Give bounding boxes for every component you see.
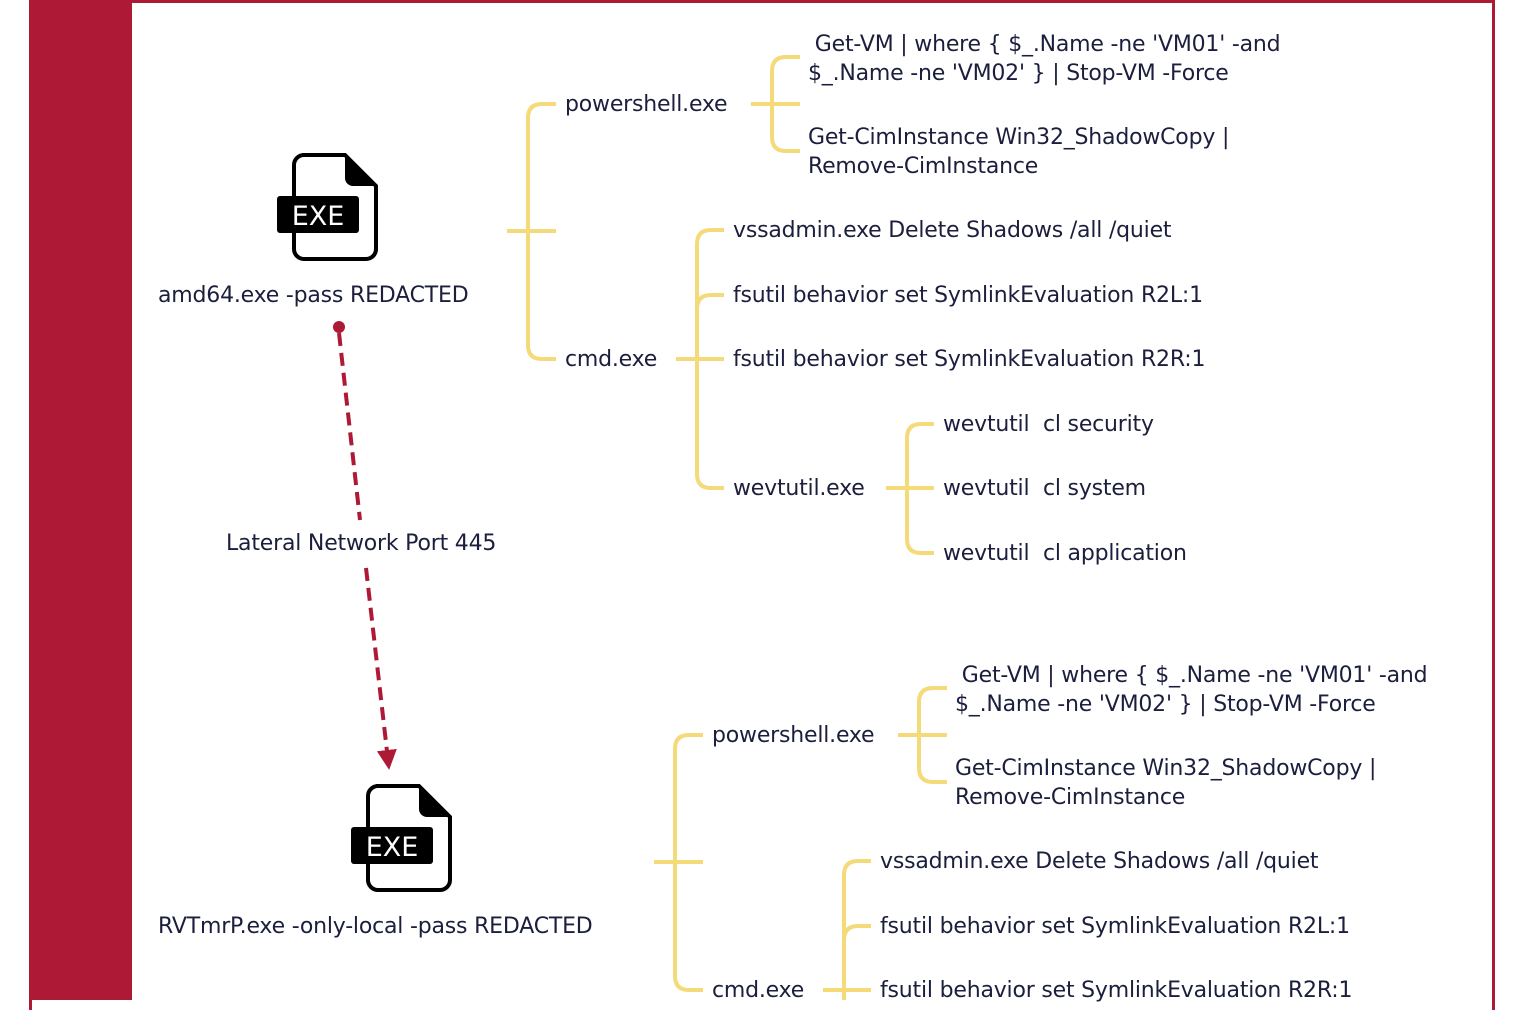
process-label: cmd.exe xyxy=(712,978,805,1003)
lateral-movement-edge xyxy=(333,321,397,770)
command-text: Get-CimInstance Win32_ShadowCopy | Remov… xyxy=(808,125,1230,179)
command-text: fsutil behavior set SymlinkEvaluation R2… xyxy=(880,914,1350,939)
diagram-frame xyxy=(29,0,1495,1010)
bracket-cmd-1-branch xyxy=(695,293,724,310)
command-text: wevtutil cl system xyxy=(943,476,1146,501)
command-text: vssadmin.exe Delete Shadows /all /quiet xyxy=(880,849,1319,874)
node-command: amd64.exe -pass REDACTED xyxy=(158,283,469,308)
process-label: wevtutil.exe xyxy=(733,476,865,501)
command-text: Get-VM | where { $_.Name -ne 'VM01' -and… xyxy=(955,663,1428,717)
command-text: Get-CimInstance Win32_ShadowCopy | Remov… xyxy=(955,756,1377,810)
command-text: Get-VM | where { $_.Name -ne 'VM01' -and… xyxy=(808,32,1281,86)
command-text: vssadmin.exe Delete Shadows /all /quiet xyxy=(733,218,1172,243)
command-text: fsutil behavior set SymlinkEvaluation R2… xyxy=(880,978,1353,1003)
edge-start-dot xyxy=(333,321,345,333)
svg-text:EXE: EXE xyxy=(366,832,419,863)
command-text: wevtutil cl application xyxy=(943,541,1187,566)
command-text: fsutil behavior set SymlinkEvaluation R2… xyxy=(733,283,1203,308)
svg-text:EXE: EXE xyxy=(292,201,345,232)
command-text: wevtutil cl security xyxy=(943,412,1154,437)
edge-dash-upper xyxy=(337,332,362,521)
exe-file-icon: EXE xyxy=(351,784,452,892)
edge-dash-lower xyxy=(364,567,397,770)
accent-sidebar-band xyxy=(29,0,132,1000)
exe-file-icon: EXE xyxy=(277,153,378,261)
bracket-cmd-2-spine xyxy=(842,859,871,1000)
bracket-cmd-2-branch xyxy=(842,924,871,941)
node-command: RVTmrP.exe -only-local -pass REDACTED xyxy=(158,914,593,939)
process-label: cmd.exe xyxy=(565,347,658,372)
process-label: powershell.exe xyxy=(565,92,728,117)
process-label: powershell.exe xyxy=(712,723,875,748)
edge-label: Lateral Network Port 445 xyxy=(226,531,497,556)
command-text: fsutil behavior set SymlinkEvaluation R2… xyxy=(733,347,1206,372)
